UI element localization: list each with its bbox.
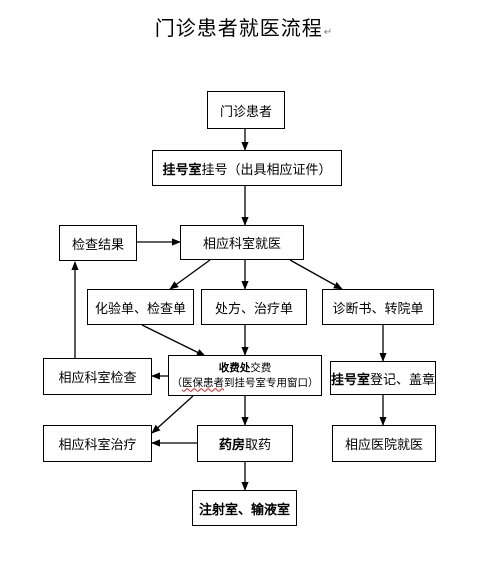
node-prescription-label: 处方、治疗单 [214,301,293,317]
return-mark-icon: ↵ [323,27,334,38]
title-text: 门诊患者就医流程 [154,16,323,40]
arrow-payment-to-treatment [151,395,194,434]
node-hospital: 相应医院就医 [332,425,436,462]
node-registration: 挂号室挂号（出具相应证件） [152,150,342,186]
node-department: 相应科室就医 [180,225,304,260]
node-prescription: 处方、治疗单 [201,289,307,325]
node-reg-stamp-rest: 登记、盖章 [370,372,436,388]
node-payment-line2-pre: （ [171,376,183,389]
node-diagnosis-label: 诊断书、转院单 [332,301,424,317]
node-results: 检查结果 [59,225,137,261]
node-pharmacy-bold: 药房 [218,438,245,453]
node-registration-rest: 挂号（出具相应证件） [201,162,332,178]
node-registration-bold: 挂号室 [162,162,202,178]
node-diagnosis: 诊断书、转院单 [322,289,434,325]
node-payment: 收费处交费 （医保患者到挂号室专用窗口） [168,355,322,396]
page-title: 门诊患者就医流程↵ [0,12,488,41]
node-outpatient: 门诊患者 [207,91,285,129]
node-injection: 注射室、输液室 [192,490,297,526]
node-results-label: 检查结果 [71,237,124,253]
node-lab-order-label: 化验单、检查单 [94,301,186,317]
node-reg-stamp: 挂号室登记、盖章 [330,361,436,395]
node-payment-rest: 交费 [250,361,272,374]
node-pharmacy-rest: 取药 [245,438,272,453]
arrow-department-to-lab [169,259,211,290]
arrow-lab-to-payment [141,324,206,357]
node-dept-exam-label: 相应科室检查 [58,371,137,386]
node-lab-order: 化验单、检查单 [87,289,194,325]
node-payment-line2-underlined: 医保患者 [182,376,224,389]
arrow-department-to-diagnosis [289,259,343,290]
node-department-label: 相应科室就医 [202,237,281,252]
node-dept-treatment-label: 相应科室治疗 [58,438,137,453]
node-injection-label: 注射室、输液室 [198,502,290,518]
node-hospital-label: 相应医院就医 [344,438,423,453]
node-payment-bold: 收费处 [218,361,251,374]
node-outpatient-label: 门诊患者 [219,104,272,120]
node-dept-treatment: 相应科室治疗 [43,425,152,462]
node-dept-exam: 相应科室检查 [43,358,152,395]
node-reg-stamp-bold: 挂号室 [330,372,370,388]
node-payment-line2-post: 到挂号室专用窗口） [224,376,319,389]
node-pharmacy: 药房取药 [197,425,293,462]
